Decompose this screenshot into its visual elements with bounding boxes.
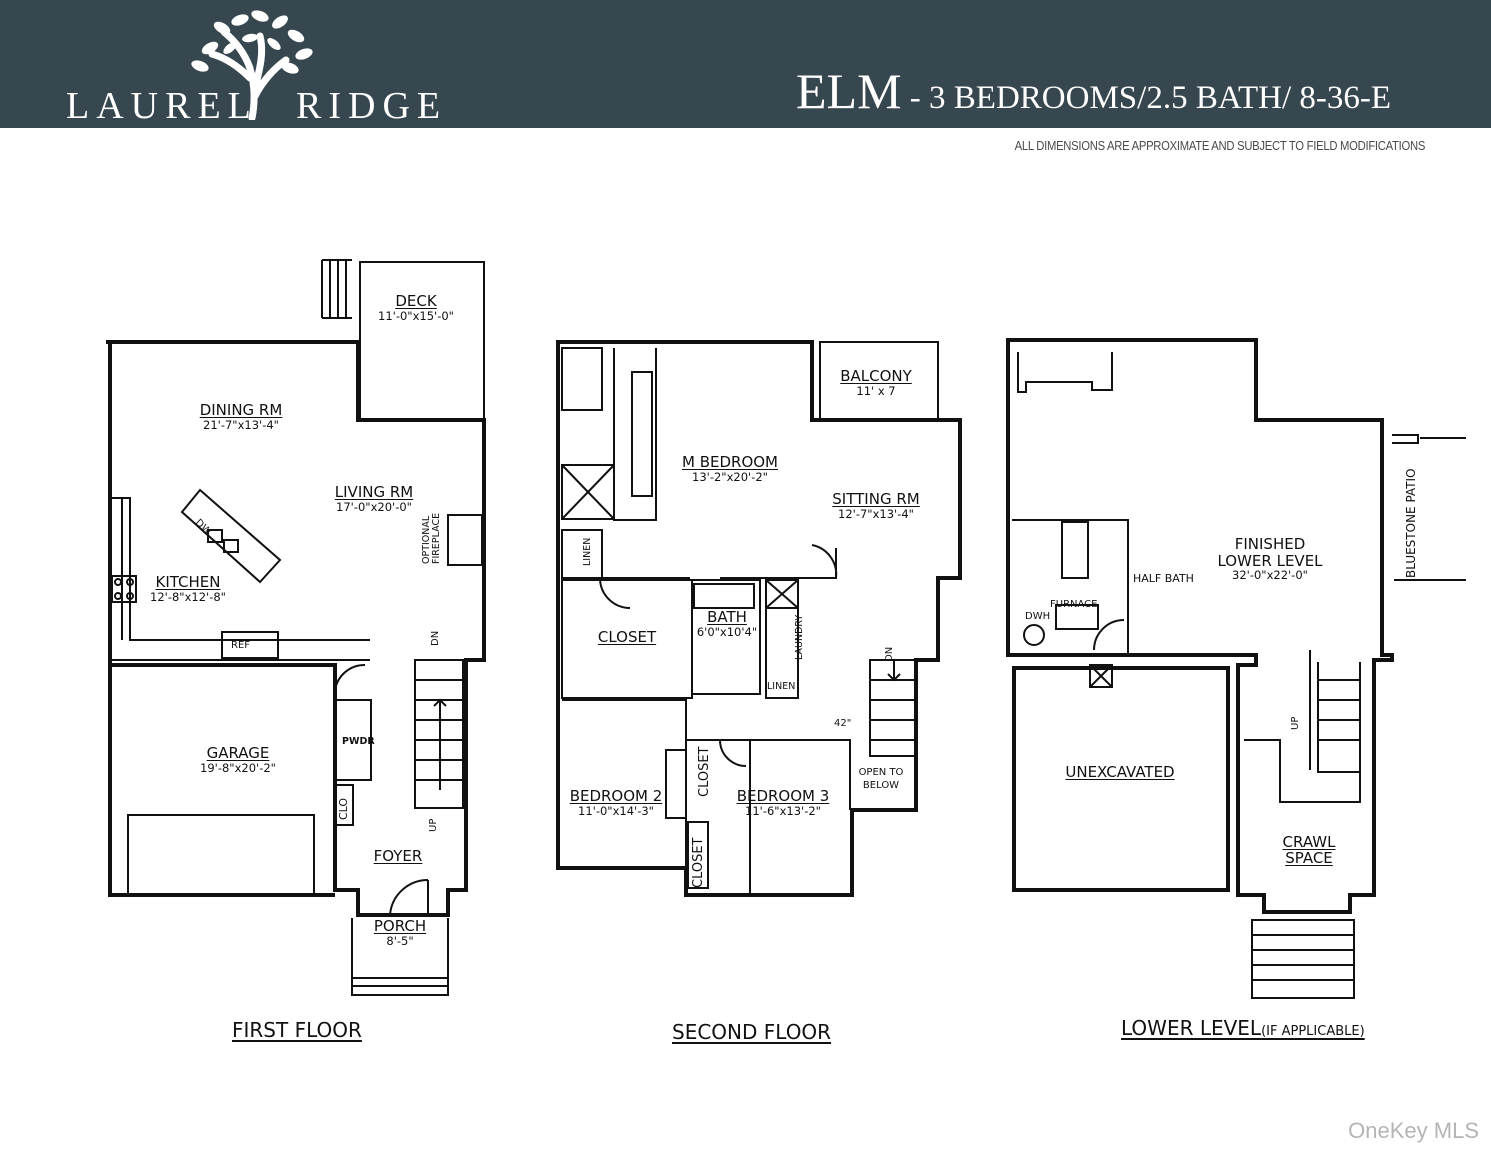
label-dwh: DWH bbox=[1025, 611, 1051, 622]
label-closet-bedroom3: CLOSET bbox=[691, 837, 706, 889]
label-open-to-below: OPEN TO BELOW bbox=[858, 767, 904, 791]
first-floor-plan bbox=[106, 259, 486, 996]
disclaimer: ALL DIMENSIONS ARE APPROXIMATE AND SUBJE… bbox=[1014, 139, 1426, 153]
room-foyer: FOYER bbox=[373, 847, 423, 865]
label-dn-second: DN bbox=[884, 646, 895, 662]
lower-level-plan bbox=[1006, 338, 1466, 999]
label-linen-hall: LINEN bbox=[767, 681, 796, 692]
label-bluestone-patio: BLUESTONE PATIO bbox=[1404, 468, 1418, 578]
second-floor-plan bbox=[556, 340, 962, 897]
room-unexcavated: UNEXCAVATED bbox=[1065, 763, 1175, 781]
label-half-bath: HALF BATH bbox=[1133, 572, 1194, 585]
label-ref: REF bbox=[231, 640, 251, 651]
first-floor-label: FIRST FLOOR bbox=[232, 1018, 362, 1042]
room-crawl-space: CRAWL SPACE bbox=[1282, 833, 1336, 867]
tree-logo-icon bbox=[191, 10, 313, 120]
label-dn-first: DN bbox=[430, 630, 441, 646]
label-up-first: UP bbox=[428, 818, 439, 832]
label-fireplace: OPTIONAL FIREPLACE bbox=[421, 512, 443, 564]
model-name: ELM bbox=[796, 63, 902, 119]
room-closet: CLOSET bbox=[597, 628, 657, 646]
label-clo: CLO bbox=[337, 797, 350, 820]
label-laundry: LAUNDRY bbox=[794, 614, 805, 660]
header-banner: LAUREL RIDGE ELM - 3 BEDROOMS/2.5 BATH/ … bbox=[0, 0, 1491, 128]
label-furnace: FURNACE bbox=[1050, 599, 1098, 610]
model-details: - 3 BEDROOMS/2.5 BATH/ 8-36-E bbox=[901, 80, 1392, 116]
watermark: OneKey MLS bbox=[1348, 1118, 1479, 1143]
brand-name-right: RIDGE bbox=[296, 85, 448, 127]
lower-level-note: (IF APPLICABLE) bbox=[1261, 1024, 1365, 1039]
model-title: ELM - 3 BEDROOMS/2.5 BATH/ 8-36-E bbox=[796, 62, 1391, 120]
lower-level-label: LOWER LEVEL(IF APPLICABLE) bbox=[1121, 1016, 1365, 1040]
label-up-lower: UP bbox=[1290, 716, 1301, 730]
second-floor-label: SECOND FLOOR bbox=[672, 1020, 832, 1044]
label-pwdr: PWDR bbox=[342, 736, 375, 747]
label-rail-height: 42" bbox=[834, 718, 852, 729]
label-closet-bedroom2: CLOSET bbox=[697, 746, 712, 798]
brand-name-left: LAUREL bbox=[66, 85, 258, 127]
lower-level-title: LOWER LEVEL bbox=[1121, 1016, 1262, 1040]
label-linen-master: LINEN bbox=[582, 537, 593, 566]
